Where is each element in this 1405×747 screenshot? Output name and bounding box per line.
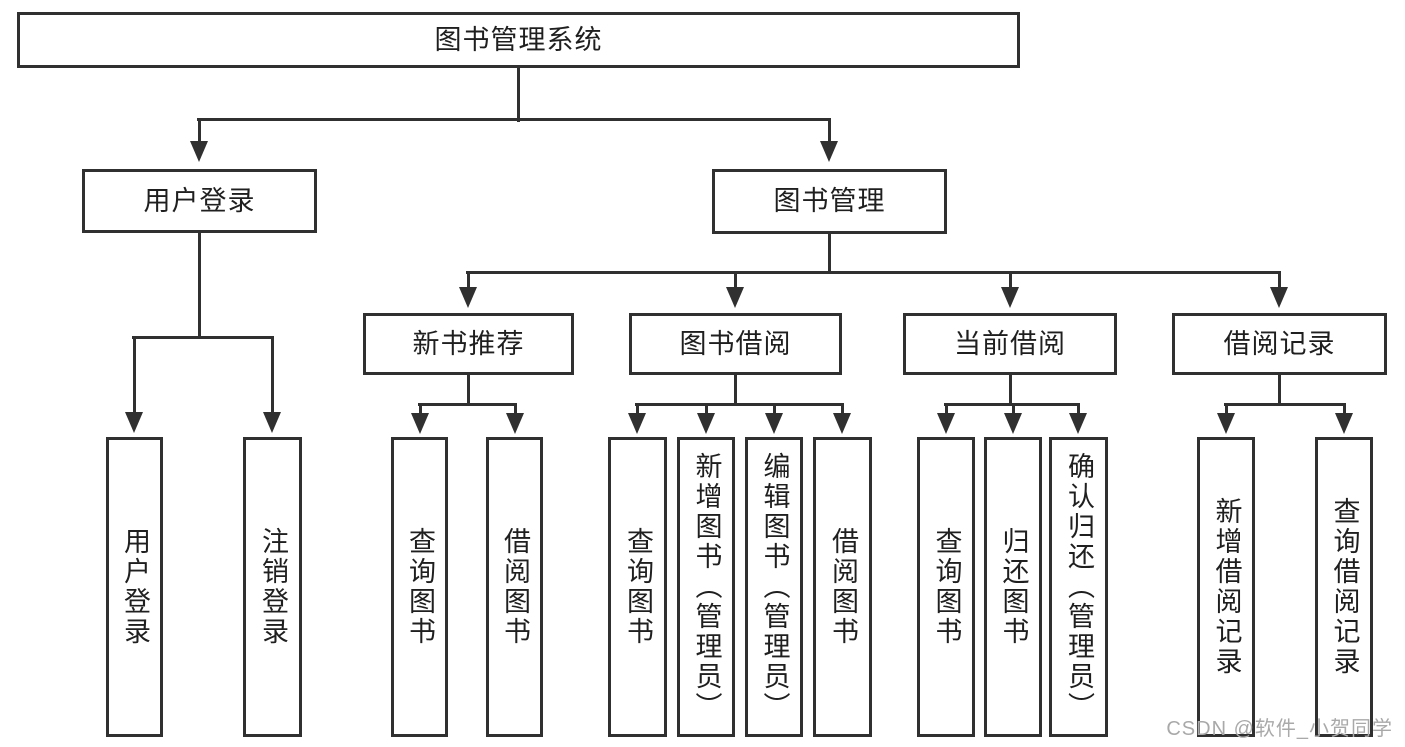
connector-line xyxy=(636,403,639,416)
arrowhead-down-icon xyxy=(459,287,477,308)
node-label: 借阅记录 xyxy=(1223,328,1336,359)
leaf-borrow-books: 借阅图书 xyxy=(486,437,543,737)
leaf-query-books: 查询图书 xyxy=(917,437,975,737)
node-root: 图书管理系统 xyxy=(17,12,1020,68)
leaf-label: 确认归还（管理员） xyxy=(1064,452,1094,722)
connector-line xyxy=(1012,403,1015,416)
leaf-query-books: 查询图书 xyxy=(608,437,667,737)
csdn-watermark: CSDN @软件_小贺同学 xyxy=(1166,718,1393,740)
arrowhead-down-icon xyxy=(1335,413,1353,434)
arrowhead-down-icon xyxy=(1001,287,1019,308)
arrowhead-down-icon xyxy=(1069,413,1087,434)
connector-line xyxy=(734,373,737,406)
arrowhead-down-icon xyxy=(697,413,715,434)
node-book-management: 图书管理 xyxy=(712,169,947,234)
leaf-label: 查询图书 xyxy=(405,527,435,647)
node-label: 新书推荐 xyxy=(412,328,525,359)
arrowhead-down-icon xyxy=(833,413,851,434)
node-label: 当前借阅 xyxy=(954,328,1066,359)
leaf-borrow-books: 借阅图书 xyxy=(813,437,872,737)
leaf-label: 注销登录 xyxy=(258,527,288,647)
leaf-label: 新增图书（管理员） xyxy=(691,452,722,722)
connector-line xyxy=(197,118,831,121)
node-new-book-recommend: 新书推荐 xyxy=(363,313,574,375)
leaf-label: 查询借阅记录 xyxy=(1329,497,1360,677)
leaf-edit-books-admin: 编辑图书（管理员） xyxy=(745,437,803,737)
connector-line xyxy=(1343,403,1346,416)
connector-line xyxy=(828,118,831,144)
node-borrow-records: 借阅记录 xyxy=(1172,313,1387,375)
node-user-login: 用户登录 xyxy=(82,169,317,233)
leaf-label: 用户登录 xyxy=(120,527,150,647)
leaf-label: 编辑图书（管理员） xyxy=(759,452,790,722)
leaf-label: 新增借阅记录 xyxy=(1211,497,1242,677)
connector-line xyxy=(1009,373,1012,406)
leaf-label: 查询图书 xyxy=(931,527,962,647)
connector-line xyxy=(1278,271,1281,290)
connector-line xyxy=(418,403,517,406)
connector-line xyxy=(1225,403,1228,416)
connector-line xyxy=(467,271,470,290)
arrowhead-down-icon xyxy=(1004,413,1022,434)
leaf-add-borrow-record: 新增借阅记录 xyxy=(1197,437,1255,737)
leaf-label: 归还图书 xyxy=(998,527,1029,647)
arrowhead-down-icon xyxy=(125,412,143,433)
node-book-borrow: 图书借阅 xyxy=(629,313,842,375)
arrowhead-down-icon xyxy=(1270,287,1288,308)
leaf-label: 借阅图书 xyxy=(828,527,858,647)
leaf-logout: 注销登录 xyxy=(243,437,302,737)
arrowhead-down-icon xyxy=(411,413,429,434)
arrowhead-down-icon xyxy=(1217,413,1235,434)
leaf-query-borrow-record: 查询借阅记录 xyxy=(1315,437,1373,737)
arrowhead-down-icon xyxy=(937,413,955,434)
connector-line xyxy=(466,271,1281,274)
node-book-management-label: 图书管理 xyxy=(773,186,886,216)
arrowhead-down-icon xyxy=(726,287,744,308)
arrowhead-down-icon xyxy=(506,413,524,434)
node-user-login-label: 用户登录 xyxy=(143,185,256,216)
arrowhead-down-icon xyxy=(765,413,783,434)
connector-line xyxy=(1224,403,1346,406)
connector-line xyxy=(133,336,136,414)
connector-line xyxy=(198,230,201,338)
leaf-label: 查询图书 xyxy=(623,527,653,647)
connector-line xyxy=(419,403,422,416)
connector-line xyxy=(773,403,776,416)
node-current-borrow: 当前借阅 xyxy=(903,313,1117,375)
leaf-label: 借阅图书 xyxy=(500,527,530,647)
connector-line xyxy=(734,271,737,290)
connector-line xyxy=(635,403,844,406)
leaf-add-books-admin: 新增图书（管理员） xyxy=(677,437,735,737)
node-root-label: 图书管理系统 xyxy=(434,24,603,55)
connector-line xyxy=(198,118,201,144)
connector-line xyxy=(1077,403,1080,416)
leaf-return-books: 归还图书 xyxy=(984,437,1042,737)
leaf-user-login: 用户登录 xyxy=(106,437,163,737)
connector-line xyxy=(1278,373,1281,406)
connector-line xyxy=(1009,271,1012,290)
arrowhead-down-icon xyxy=(628,413,646,434)
connector-line xyxy=(271,336,274,414)
node-label: 图书借阅 xyxy=(679,328,792,359)
connector-line xyxy=(828,231,831,274)
arrowhead-down-icon xyxy=(190,141,208,162)
arrowhead-down-icon xyxy=(820,141,838,162)
connector-line xyxy=(705,403,708,416)
connector-line xyxy=(517,66,520,122)
connector-line xyxy=(841,403,844,416)
connector-line xyxy=(514,403,517,416)
leaf-query-books: 查询图书 xyxy=(391,437,448,737)
connector-line xyxy=(132,336,274,339)
connector-line xyxy=(945,403,948,416)
connector-line xyxy=(467,373,470,406)
arrowhead-down-icon xyxy=(263,412,281,433)
leaf-confirm-return-admin: 确认归还（管理员） xyxy=(1049,437,1108,737)
